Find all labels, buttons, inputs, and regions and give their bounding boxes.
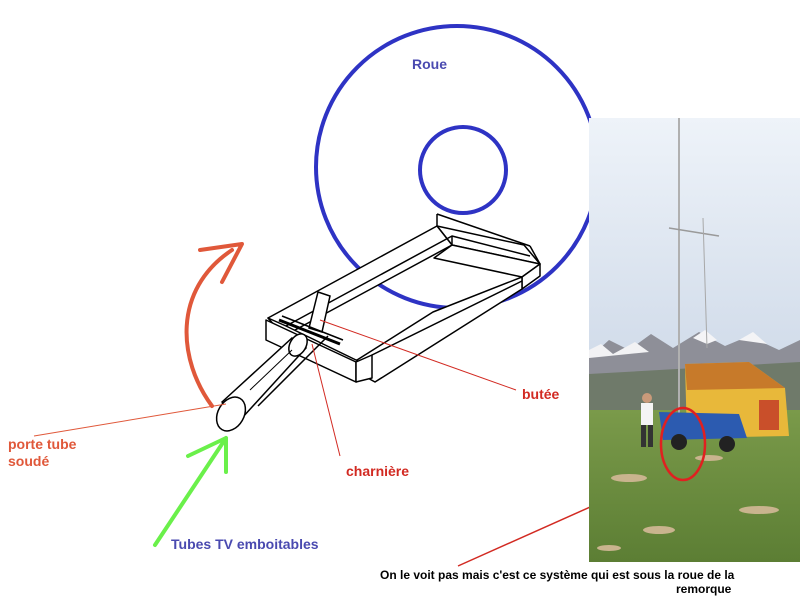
- trailer-photo: [589, 118, 800, 562]
- rotation-arrow: [184, 242, 244, 408]
- wheel-inner-circle: [418, 125, 508, 215]
- label-porte-tube: porte tube soudé: [8, 436, 77, 469]
- label-butee: butée: [522, 386, 560, 402]
- insert-arrow: [153, 436, 228, 547]
- leader-lines: [33, 319, 683, 567]
- hinge-and-tube-drawing: [215, 291, 344, 432]
- wheel-drawing: [314, 24, 600, 310]
- caption-line-1: On le voit pas mais c'est ce système qui…: [380, 568, 735, 582]
- caption-line-2: remorque: [676, 582, 732, 596]
- highlight-circle: [659, 406, 707, 482]
- label-charniere: charnière: [346, 463, 410, 479]
- wheel-outer-circle: [314, 24, 600, 310]
- label-roue: Roue: [412, 56, 447, 72]
- label-tubes-tv: Tubes TV emboitables: [171, 536, 319, 552]
- tube-end: [215, 396, 247, 432]
